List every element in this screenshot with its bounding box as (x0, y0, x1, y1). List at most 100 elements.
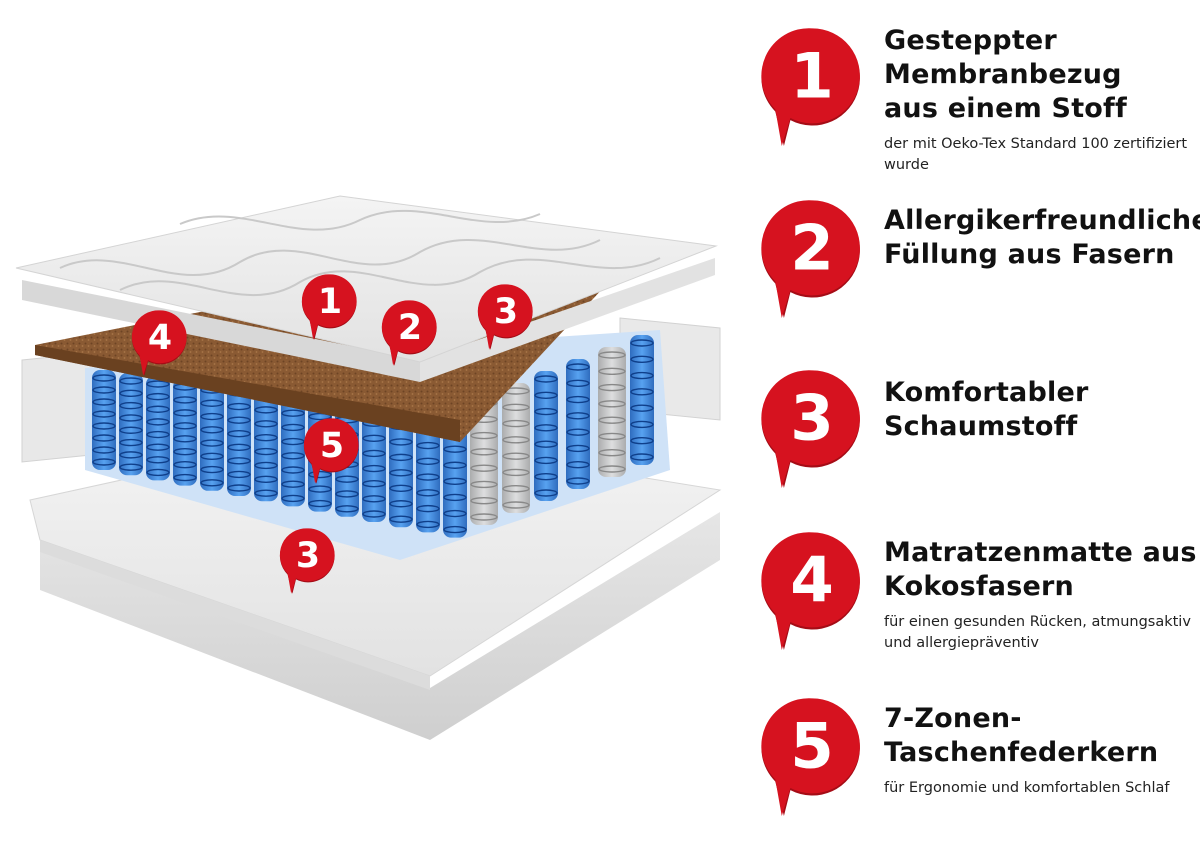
pin-body (301, 274, 357, 340)
spring-coil-winding (362, 510, 386, 518)
spring-coil-winding (362, 434, 386, 442)
spring-coil-winding (173, 473, 197, 482)
pin-number: 3 (296, 536, 320, 576)
spring-coil-winding (119, 401, 143, 410)
spring-coil-winding (146, 405, 170, 413)
spring-coil-winding (92, 458, 116, 466)
spring-coil-winding (200, 426, 224, 434)
spring-coil (566, 359, 590, 489)
spring-coil-winding (335, 490, 359, 498)
spring-coil-winding (443, 445, 467, 453)
pin-body (279, 528, 335, 594)
spring-coil-winding (92, 410, 116, 418)
pin-body (761, 370, 860, 489)
spring-coil-winding (502, 436, 530, 444)
spring-coil-winding (389, 438, 413, 446)
spring-coil-winding (534, 424, 558, 432)
spring-coil-winding (254, 420, 278, 428)
spring-coil-winding (146, 380, 170, 388)
spring-coil-winding (308, 499, 332, 508)
legend-description: der mit Oeko-Tex Standard 100 zertifizie… (884, 136, 1188, 173)
spring-coil-winding (254, 447, 278, 456)
spring-coil-winding (119, 426, 143, 434)
spring-coil (173, 379, 197, 486)
spring-coil-winding (470, 480, 498, 489)
spring-coil-winding (566, 461, 590, 469)
spring-coil-winding (443, 493, 467, 502)
spring-coil-winding (566, 363, 590, 371)
pin-body (303, 418, 359, 484)
spring-coil-winding (566, 412, 590, 420)
spring-coil (281, 391, 305, 507)
spring-coil-winding (443, 525, 467, 534)
spring-coil-winding (92, 398, 116, 406)
spring-coil (389, 403, 413, 528)
pin-number: 4 (790, 543, 834, 616)
pin-number: 4 (148, 318, 172, 358)
legend-marker-4: 4 (758, 528, 866, 662)
spring-coil (630, 335, 654, 465)
spring-coil-winding (119, 463, 143, 471)
spring-coil-winding (362, 495, 386, 503)
spring-coil-winding (281, 437, 305, 446)
legend-marker-1: 1 (758, 24, 866, 158)
spring-coil-winding (119, 451, 143, 459)
spring-coil-winding (598, 383, 626, 392)
spring-coil-winding (227, 416, 251, 424)
spring-coil-winding (598, 432, 626, 441)
spring-coil-winding (119, 377, 143, 385)
spring-coil-winding (389, 515, 413, 523)
pin-number: 1 (318, 282, 342, 322)
spring-coil-winding (173, 460, 197, 469)
spring-coil-winding (92, 434, 116, 442)
spring-coil-winding (200, 452, 224, 460)
spring-coil-winding (227, 430, 251, 438)
spring-coil (443, 409, 467, 538)
spring-coil-winding (173, 409, 197, 417)
spring-coil-winding (173, 435, 197, 443)
spring-coil-winding (470, 464, 498, 472)
legend-marker-5: 5 (758, 694, 866, 828)
legend-description: für Ergonomie und komfortablen Schlaf (884, 780, 1170, 796)
spring-coil-winding (92, 374, 116, 382)
legend-description: für einen gesunden Rücken, atmungsaktiv … (884, 614, 1191, 651)
spring-coil-winding (630, 420, 654, 429)
spring-coil-winding (534, 440, 558, 448)
spring-coil-winding (502, 468, 530, 477)
spring-coil-winding (566, 477, 590, 485)
pin-number: 1 (790, 39, 834, 112)
spring-coil-winding (227, 443, 251, 451)
spring-coil-winding (146, 392, 170, 401)
spring-coil-winding (630, 453, 654, 461)
spring-coil-winding (502, 485, 530, 493)
spring-coil-winding (598, 465, 626, 473)
spring-coil-winding (281, 452, 305, 460)
spring-coil-winding (119, 389, 143, 398)
spring-coil-winding (227, 457, 251, 465)
diagram-marker-1: 1 (301, 274, 357, 340)
spring-coil (416, 406, 440, 533)
spring-coil-winding (598, 367, 626, 375)
spring-coil-winding (281, 409, 305, 417)
spring-coil-winding (630, 437, 654, 445)
spring-coil-winding (566, 379, 590, 387)
spring-coil (200, 382, 224, 491)
spring-coil-winding (630, 355, 654, 363)
spring-coil-winding (630, 388, 654, 396)
spring-coil-winding (146, 418, 170, 426)
pin-body (381, 300, 437, 366)
spring-coil-winding (200, 439, 224, 447)
spring-coil-winding (335, 505, 359, 513)
spring-coil-winding (227, 402, 251, 411)
spring-coil-winding (254, 406, 278, 414)
spring-coil-winding (443, 461, 467, 469)
spring-coil-winding (200, 465, 224, 474)
spring-coil-winding (281, 423, 305, 432)
spring-coil-winding (92, 386, 116, 394)
spring-coil-winding (335, 475, 359, 483)
legend-title: Komfortabler Schaumstoff (884, 377, 1089, 442)
pin-body (761, 28, 860, 147)
